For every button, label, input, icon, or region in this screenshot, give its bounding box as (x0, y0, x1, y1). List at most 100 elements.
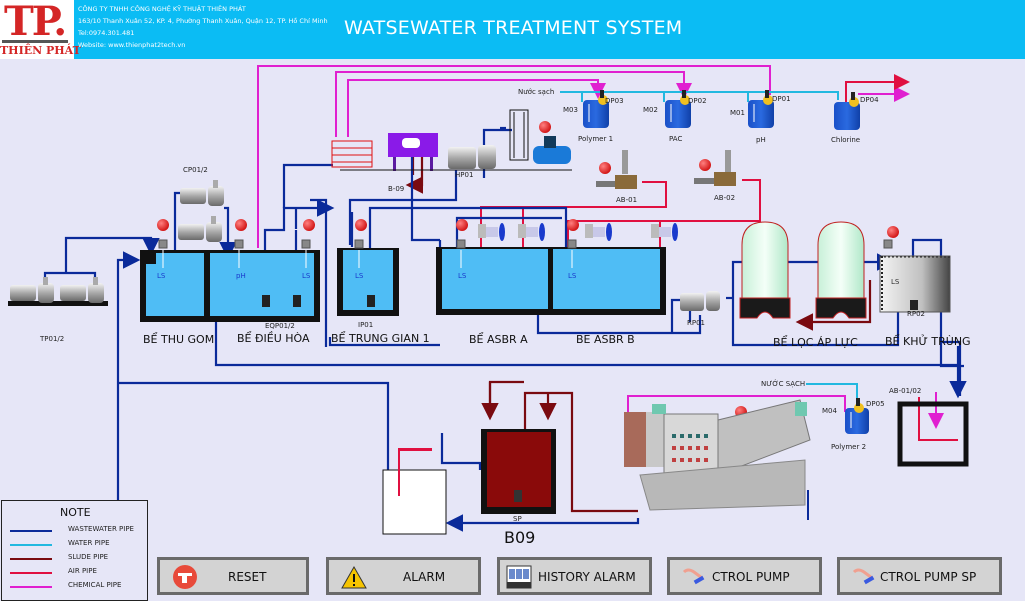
air-pipe-holding (398, 448, 432, 496)
legend-swatch (10, 572, 52, 574)
label-cp01-2: CP01/2 (183, 166, 208, 174)
label-ab02: AB-02 (714, 194, 736, 202)
label-dp03: DP03 (605, 97, 624, 105)
sensor-ls-thu-gom: LS (157, 272, 166, 280)
history-alarm-button[interactable]: HISTORY ALARM (497, 557, 652, 595)
chemical-tanks (583, 90, 869, 434)
sensor-ph-dieu-hoa: pH (236, 272, 246, 280)
company-phone: Tel:0974.301.481 (78, 29, 135, 37)
page-title: WATSEWATER TREATMENT SYSTEM (344, 17, 683, 39)
reset-button[interactable]: RESET (157, 557, 309, 595)
label-ph-tank: pH (756, 136, 766, 144)
label-clean-water-2: NƯỚC SẠCH (761, 380, 806, 388)
company-address: 163/10 Thanh Xuân 52, KP. 4, Phường Than… (78, 17, 328, 25)
alarm-lamps[interactable] (157, 121, 899, 418)
filter-press (388, 133, 438, 171)
history-alarm-label: HISTORY ALARM (538, 570, 636, 584)
tank-label-loc-ap-luc: BỂ LỌC ÁP LỰC (773, 336, 858, 349)
label-rp01: RP01 (687, 319, 705, 327)
tank-ab01-02 (897, 401, 969, 467)
tank-label-khu-trung: BỂ KHỬ TRÙNG (885, 335, 971, 348)
control-pump-sp-button[interactable]: CTROL PUMP SP (837, 557, 1002, 595)
pump-rp01[interactable] (680, 291, 720, 311)
tank-label-b09: B09 (504, 528, 536, 547)
label-dp02: DP02 (688, 97, 707, 105)
legend-title: NOTE (60, 506, 91, 519)
control-pump-label: CTROL PUMP (712, 570, 790, 584)
label-dp04: DP04 (860, 96, 879, 104)
pump-tp01-2[interactable] (8, 277, 108, 306)
legend-swatch (10, 530, 52, 532)
tank-sludge-holding (382, 469, 447, 535)
legend-label: CHEMICAL PIPE (68, 581, 122, 589)
label-dp05: DP05 (866, 400, 885, 408)
blower-ab02[interactable] (694, 150, 736, 186)
alarm-button[interactable]: ALARM (326, 557, 481, 595)
legend-label: WASTEWATER PIPE (68, 525, 134, 533)
label-chlorine: Chlorine (831, 136, 861, 144)
tank-label-asbr-b: BE ASBR B (576, 333, 635, 346)
tank-label-asbr-a: BỂ ASBR A (469, 333, 528, 346)
label-hp01: HP01 (455, 171, 474, 179)
label-tp01-2: TP01/2 (40, 335, 65, 343)
submersible-pumps[interactable] (262, 295, 918, 310)
air-compressor (533, 136, 571, 164)
tank-thu-gom-dieu-hoa (140, 250, 320, 322)
heat-exchanger (331, 140, 373, 168)
control-pump-sp-label: CTROL PUMP SP (880, 570, 977, 584)
logo-name: THIÊN PHÁT (0, 44, 81, 57)
hand-pointer-icon (682, 568, 705, 585)
reset-label: RESET (228, 570, 267, 584)
legend-panel: NOTE WASTEWATER PIPE WATER PIPE SLUDE PI… (1, 500, 148, 601)
alarm-label: ALARM (403, 570, 446, 584)
sensor-probes (162, 250, 573, 268)
legend-swatch (10, 544, 52, 546)
company-logo: TP. THIÊN PHÁT (0, 0, 81, 59)
logo-divider (2, 40, 68, 43)
label-sp: SP (513, 515, 522, 523)
company-info: CÔNG TY TNHH CÔNG NGHỆ KỸ THUẬT THIÊN PH… (78, 3, 328, 51)
sensor-ls-khu-trung: LS (891, 278, 900, 286)
header-bar: TP. THIÊN PHÁT CÔNG TY TNHH CÔNG NGHỆ KỸ… (0, 0, 1025, 59)
label-polymer-2: Polymer 2 (831, 443, 867, 451)
water-pipes (560, 91, 858, 404)
label-ip01: IP01 (358, 321, 374, 329)
history-icon (506, 565, 532, 589)
tank-label-thu-gom: BỂ THU GOM (143, 333, 215, 346)
label-ab01-02: AB-01/02 (889, 387, 922, 395)
label-b-09: B-09 (388, 185, 405, 193)
control-pump-button[interactable]: CTROL PUMP (667, 557, 822, 595)
label-m03: M03 (563, 106, 578, 114)
label-m01: M01 (730, 109, 745, 117)
legend-item-water: WATER PIPE (10, 539, 145, 551)
company-name: CÔNG TY TNHH CÔNG NGHỆ KỸ THUẬT THIÊN PH… (78, 5, 246, 13)
pump-hp01[interactable] (448, 145, 496, 169)
label-m02: M02 (643, 106, 658, 114)
label-clean-water: Nước sạch (518, 88, 555, 96)
label-m04: M04 (822, 407, 837, 415)
company-website: Website: www.thienphat2tech.vn (78, 41, 186, 49)
label-ab01: AB-01 (616, 196, 638, 204)
screw-press (624, 399, 811, 511)
legend-label: SLUDE PIPE (68, 553, 109, 561)
blower-ab01[interactable] (596, 150, 637, 189)
tank-b09 (481, 429, 556, 514)
label-eqp01-2: EQP01/2 (265, 322, 295, 330)
legend-label: AIR PIPE (68, 567, 97, 575)
tank-asbr (436, 247, 666, 315)
label-filter-press: F-01 (405, 139, 421, 147)
reset-hand-icon (173, 565, 197, 589)
air-valves[interactable] (478, 223, 678, 241)
label-pac: PAC (669, 135, 683, 143)
sensor-ls-asbr-b: LS (568, 272, 577, 280)
tank-label-dieu-hoa: BỂ ĐIỀU HÒA (237, 332, 310, 345)
sensor-ls-asbr-a: LS (458, 272, 467, 280)
label-rp02: RP02 (907, 310, 925, 318)
legend-swatch (10, 558, 52, 560)
label-polymer-1: Polymer 1 (578, 135, 614, 143)
legend-swatch (10, 586, 52, 588)
pump-cp01-2[interactable] (178, 180, 224, 242)
legend-item-chemical: CHEMICAL PIPE (10, 581, 145, 593)
logo-mark: TP. (4, 0, 67, 45)
